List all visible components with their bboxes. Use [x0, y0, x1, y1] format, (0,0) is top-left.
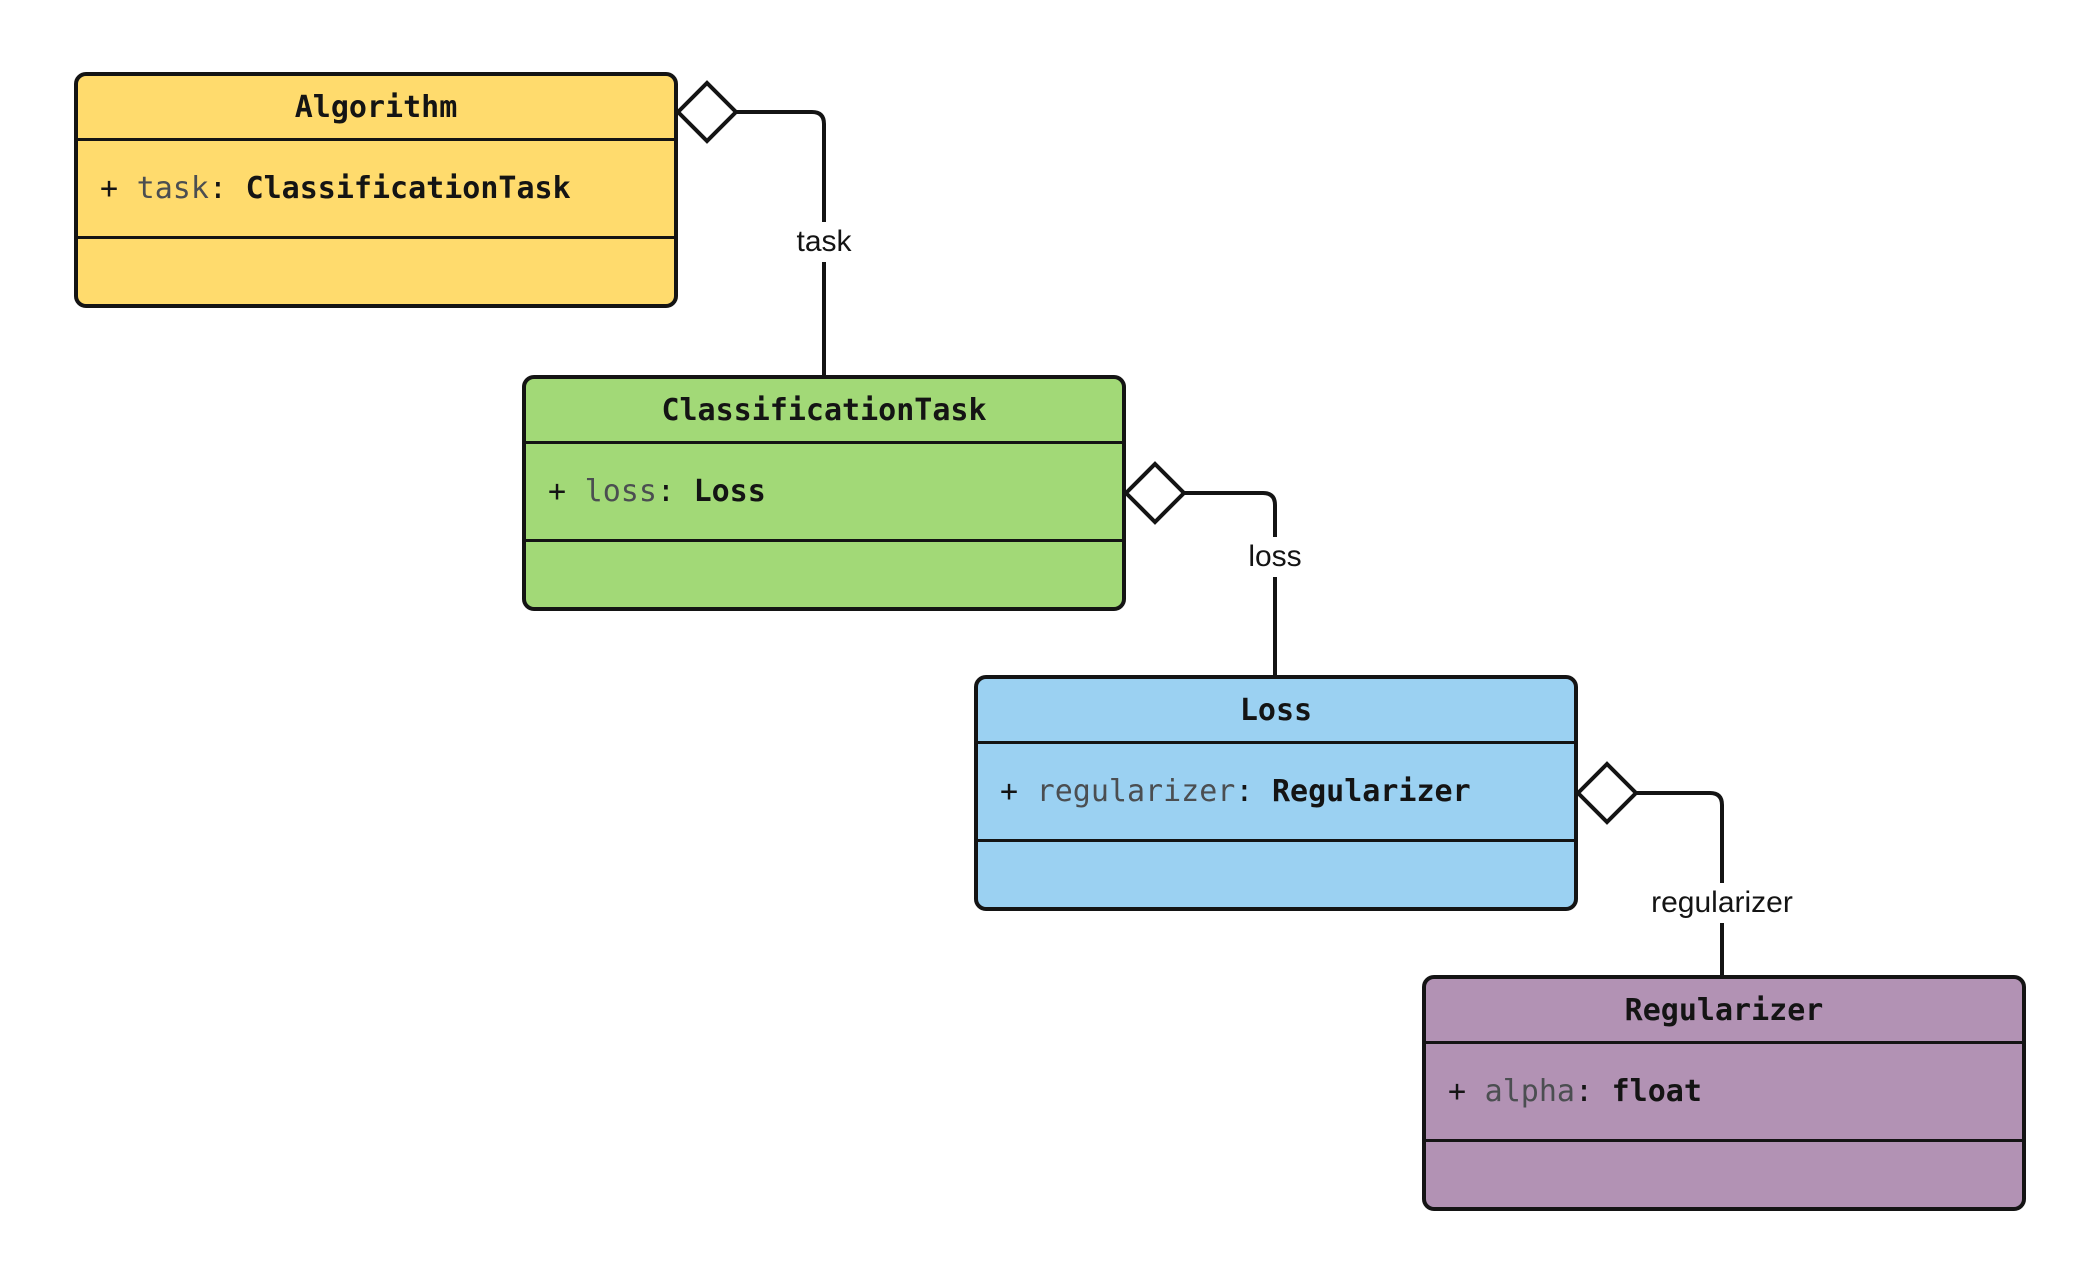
attribute-visibility: + — [1448, 1074, 1467, 1109]
attribute-name: task — [136, 171, 209, 206]
aggregation-diamond-icon — [1123, 461, 1187, 525]
class-methods-empty — [1426, 1142, 2022, 1207]
attribute-colon: : — [656, 474, 675, 509]
class-title: ClassificationTask — [661, 392, 987, 428]
aggregation-diamond-icon — [675, 80, 739, 144]
attribute-type: Loss — [693, 474, 766, 509]
connector-line-task — [736, 110, 826, 375]
attribute-name: regularizer — [1036, 774, 1236, 809]
attribute-visibility: + — [1000, 774, 1019, 809]
connector-line-regularizer — [1636, 791, 1724, 975]
class-attribute-row: + regularizer: Regularizer — [978, 741, 1574, 842]
attribute-visibility: + — [548, 474, 567, 509]
edge-label-regularizer: regularizer — [1643, 883, 1801, 923]
class-attribute-row: + alpha: float — [1426, 1041, 2022, 1142]
attribute-type: Regularizer — [1272, 774, 1471, 809]
attribute-colon: : — [1235, 774, 1254, 809]
class-algorithm: Algorithm + task: ClassificationTask — [74, 72, 678, 308]
class-methods-empty — [78, 239, 674, 304]
connector-line-loss — [1184, 491, 1277, 675]
class-classificationtask: ClassificationTask + loss: Loss — [522, 375, 1126, 611]
class-methods-empty — [526, 542, 1122, 607]
attribute-visibility: + — [100, 171, 119, 206]
attribute-type: float — [1611, 1074, 1702, 1109]
aggregation-diamond-icon — [1575, 761, 1639, 825]
class-attribute-row: + task: ClassificationTask — [78, 138, 674, 239]
class-title: Algorithm — [294, 89, 458, 125]
class-attribute-row: + loss: Loss — [526, 441, 1122, 542]
attribute-name: alpha — [1484, 1074, 1575, 1109]
class-loss: Loss + regularizer: Regularizer — [974, 675, 1578, 911]
class-regularizer: Regularizer + alpha: float — [1422, 975, 2026, 1211]
class-title: Loss — [1239, 692, 1313, 728]
edge-label-loss: loss — [1240, 537, 1310, 577]
attribute-name: loss — [584, 474, 657, 509]
class-methods-empty — [978, 842, 1574, 907]
attribute-type: ClassificationTask — [245, 171, 571, 206]
attribute-colon: : — [208, 171, 227, 206]
attribute-colon: : — [1574, 1074, 1594, 1109]
edge-label-task: task — [788, 222, 860, 262]
class-title: Regularizer — [1624, 992, 1824, 1028]
